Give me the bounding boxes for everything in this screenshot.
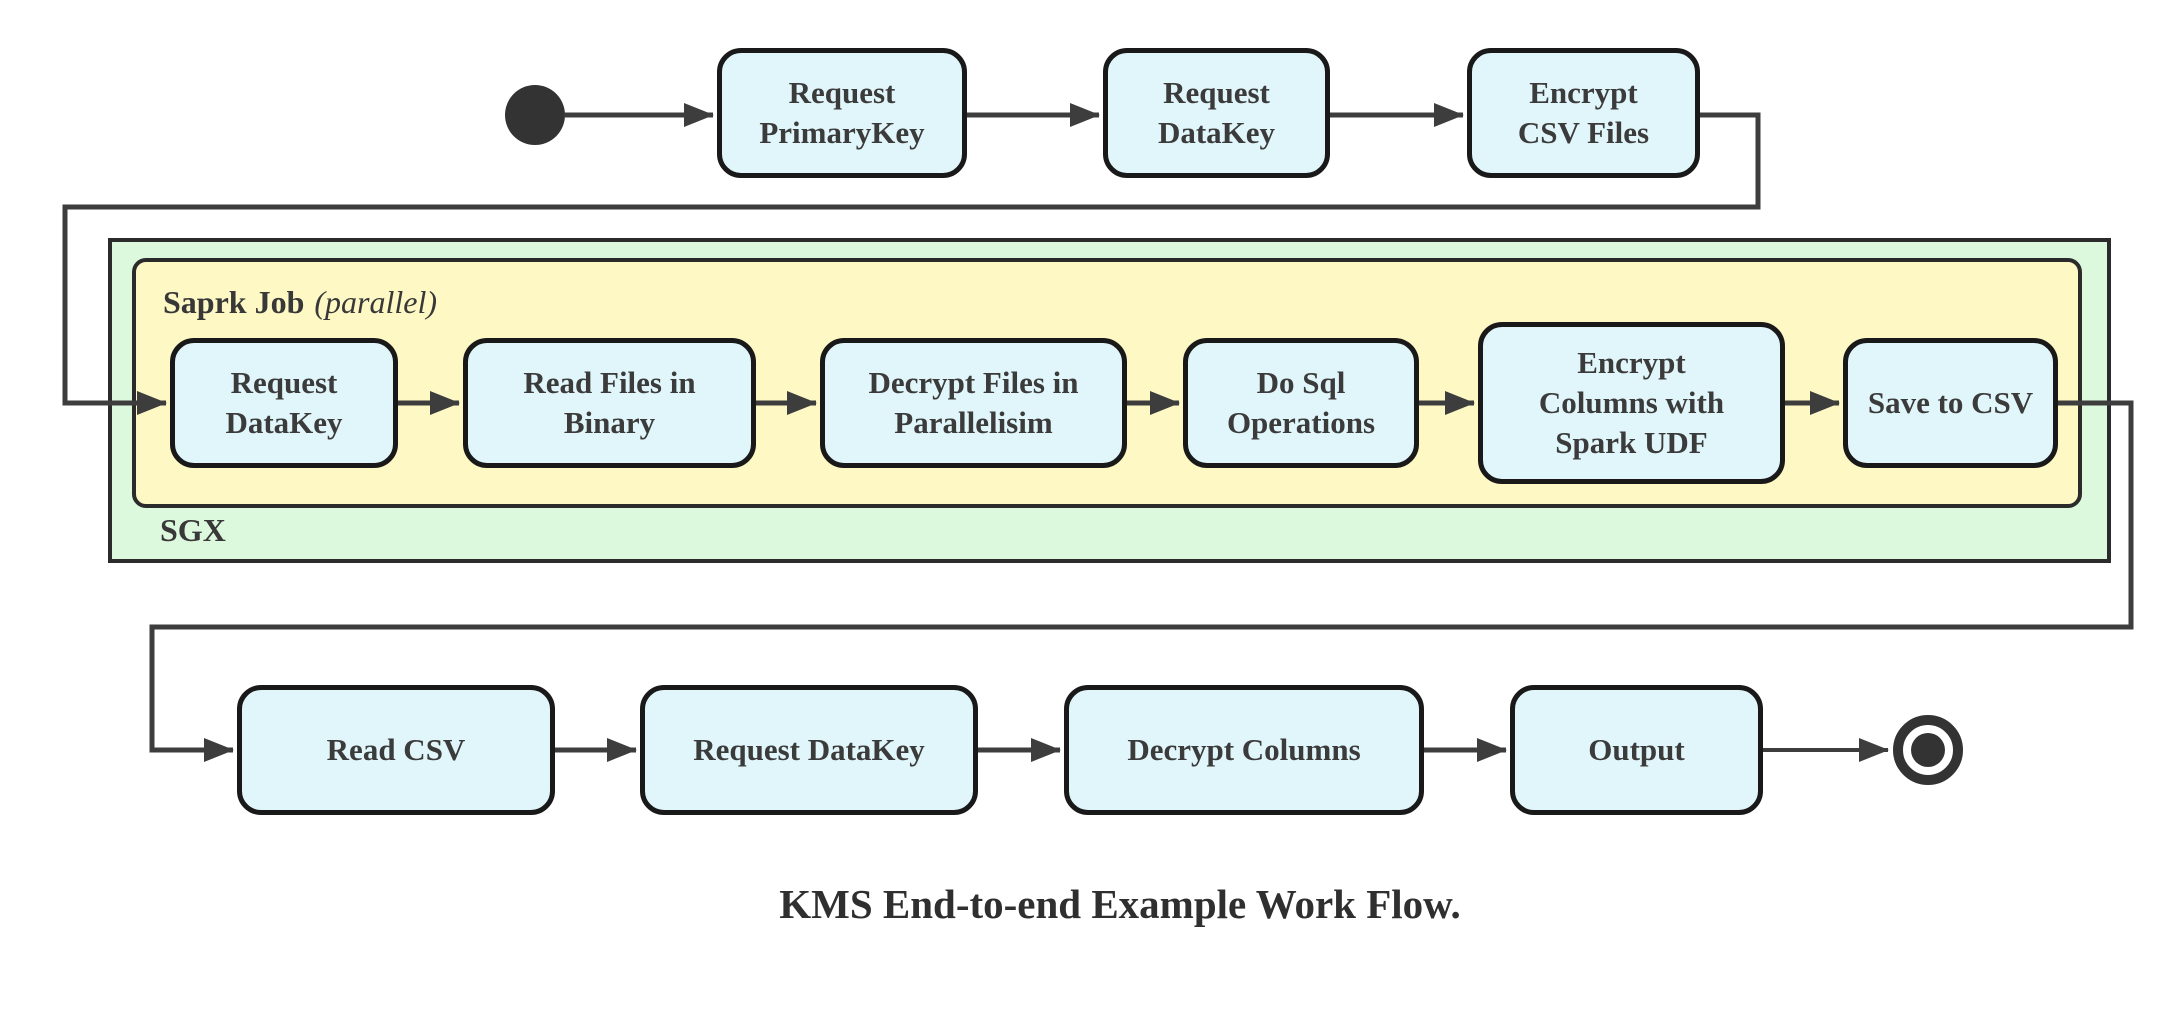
spark-job-parallel-tag: (parallel)	[314, 284, 438, 320]
node-do-sql-operations: Do Sql Operations	[1183, 338, 1419, 468]
node-save-to-csv: Save to CSV	[1843, 338, 2058, 468]
node-encrypt-columns-with-spark-udf: Encrypt Columns with Spark UDF	[1478, 322, 1785, 484]
node-request-datakey-top: Request DataKey	[1103, 48, 1330, 178]
node-decrypt-files-in-parallelisim: Decrypt Files in Parallelisim	[820, 338, 1127, 468]
start-state-circle	[505, 85, 565, 145]
node-decrypt-columns: Decrypt Columns	[1064, 685, 1424, 815]
spark-job-label: Saprk Job(parallel)	[163, 284, 437, 321]
node-sgx-request-datakey: Request DataKey	[170, 338, 398, 468]
node-read-csv: Read CSV	[237, 685, 555, 815]
edge-save-csv-to-read-csv	[149, 400, 2134, 762]
end-state-inner-dot	[1911, 733, 1945, 767]
node-output: Output	[1510, 685, 1763, 815]
edge-encrypt-csv-to-sgx-request-datakey	[62, 112, 1761, 415]
node-request-primarykey: Request PrimaryKey	[717, 48, 967, 178]
diagram-caption: KMS End-to-end Example Work Flow.	[779, 881, 1461, 927]
sgx-label: SGX	[160, 512, 226, 548]
node-encrypt-csv-files: Encrypt CSV Files	[1467, 48, 1700, 178]
node-read-files-in-binary: Read Files in Binary	[463, 338, 756, 468]
node-request-datakey-bottom: Request DataKey	[640, 685, 978, 815]
end-state-outer-ring	[1893, 715, 1963, 785]
spark-job-title: Saprk Job	[163, 284, 305, 320]
